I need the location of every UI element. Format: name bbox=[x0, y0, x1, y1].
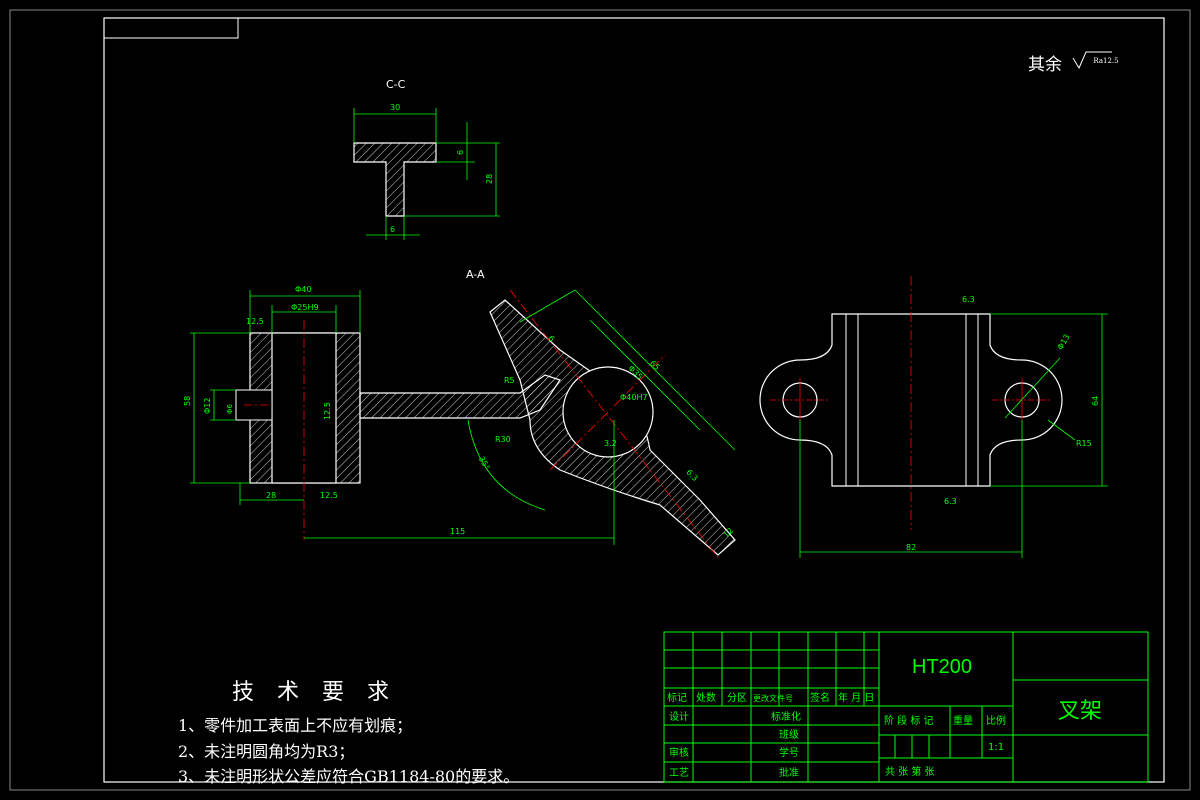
dim-left-bore: Φ25H9 bbox=[291, 303, 319, 312]
cc-dim-web: 6 bbox=[390, 225, 395, 234]
rough-arm2: 6.3 bbox=[684, 468, 699, 483]
dim-right-height: 64 bbox=[1091, 396, 1100, 406]
dim-arm-bore2: Φ40H7 bbox=[620, 393, 648, 402]
tb-part-name: 叉架 bbox=[1058, 699, 1102, 724]
tb-review: 审核 bbox=[669, 746, 689, 759]
cc-dim-flange: 6 bbox=[456, 150, 465, 155]
tb-sheets: 共 张 第 张 bbox=[885, 765, 935, 778]
requirement-item: 1、零件加工表面上不应有划痕； bbox=[178, 716, 413, 735]
rough-left-bottom: 12.5 bbox=[320, 491, 338, 500]
side-view: 6.3 6.3 Φ13 R15 64 82 bbox=[759, 276, 1108, 558]
rough-right-top: 6.3 bbox=[962, 295, 975, 304]
tb-mark: 标记 bbox=[667, 692, 687, 704]
tb-date: 年 月 日 bbox=[838, 691, 874, 704]
section-aa: A-A Φ40 Φ25H9 12.5 58 Φ12 Φ6 12.5 bbox=[183, 268, 736, 561]
dim-arm-angle: 35° bbox=[477, 455, 492, 472]
dim-arm-r5: R5 bbox=[504, 376, 515, 385]
tb-design: 设计 bbox=[669, 710, 689, 723]
dim-left-height: 58 bbox=[183, 396, 192, 406]
tb-student-no: 学号 bbox=[779, 746, 799, 759]
dim-total-115: 115 bbox=[450, 527, 465, 536]
tb-process: 工艺 bbox=[669, 767, 689, 779]
tb-scale-value: 1:1 bbox=[988, 742, 1004, 753]
dim-left-outer: Φ40 bbox=[295, 285, 311, 294]
requirement-item: 3、未注明形状公差应符合GB1184-80的要求。 bbox=[178, 767, 520, 786]
section-cc-label: C-C bbox=[386, 78, 406, 91]
outer-border bbox=[9, 9, 1191, 791]
inner-frame bbox=[103, 17, 1165, 783]
tb-change-doc: 更改文件号 bbox=[753, 693, 793, 703]
cc-profile bbox=[353, 142, 437, 217]
corner-tag bbox=[103, 17, 239, 39]
roughness-other-value: Ra12.5 bbox=[1093, 57, 1119, 66]
tb-approve: 批准 bbox=[779, 766, 799, 779]
tb-material: HT200 bbox=[912, 656, 972, 678]
rough-left-mid: 12.5 bbox=[323, 402, 332, 420]
requirements-title: 技 术 要 求 bbox=[232, 680, 397, 705]
rough-arm: 3.2 bbox=[604, 439, 617, 448]
cc-dim-height: 28 bbox=[485, 174, 494, 184]
dim-left-hole-small: Φ6 bbox=[226, 403, 234, 414]
dim-arm-6: 6 bbox=[546, 334, 556, 344]
tb-class: 班级 bbox=[779, 729, 799, 741]
rough-left-top: 12.5 bbox=[246, 317, 264, 326]
tb-scale: 比例 bbox=[986, 714, 1006, 727]
tb-stage-mark: 阶 段 标 记 bbox=[884, 714, 934, 727]
tb-weight: 重量 bbox=[953, 714, 973, 727]
rough-right-bottom: 6.3 bbox=[944, 497, 957, 506]
section-aa-label: A-A bbox=[466, 268, 485, 281]
tb-zone: 分区 bbox=[727, 692, 747, 704]
roughness-symbol bbox=[1072, 51, 1112, 70]
tb-signature: 签名 bbox=[810, 691, 830, 704]
section-cc: C-C 30 6 28 6 bbox=[353, 78, 500, 240]
requirement-item: 2、未注明圆角均为R3； bbox=[178, 742, 355, 761]
dim-right-r15: R15 bbox=[1076, 439, 1092, 448]
roughness-note: 其余 Ra12.5 bbox=[1028, 50, 1119, 75]
tb-standardize: 标准化 bbox=[771, 710, 801, 723]
roughness-other-label: 其余 bbox=[1028, 55, 1062, 75]
dim-right-hole: Φ13 bbox=[1056, 333, 1072, 352]
dim-left-offset: 28 bbox=[266, 491, 276, 500]
dim-right-width: 82 bbox=[906, 543, 916, 552]
tb-count: 处数 bbox=[696, 691, 716, 704]
dim-arm-r30: R30 bbox=[495, 435, 511, 444]
dim-arm-span: 65 bbox=[648, 359, 662, 373]
cc-dim-width: 30 bbox=[390, 103, 400, 112]
title-block bbox=[663, 631, 1149, 783]
dim-left-hole: Φ12 bbox=[203, 398, 212, 414]
